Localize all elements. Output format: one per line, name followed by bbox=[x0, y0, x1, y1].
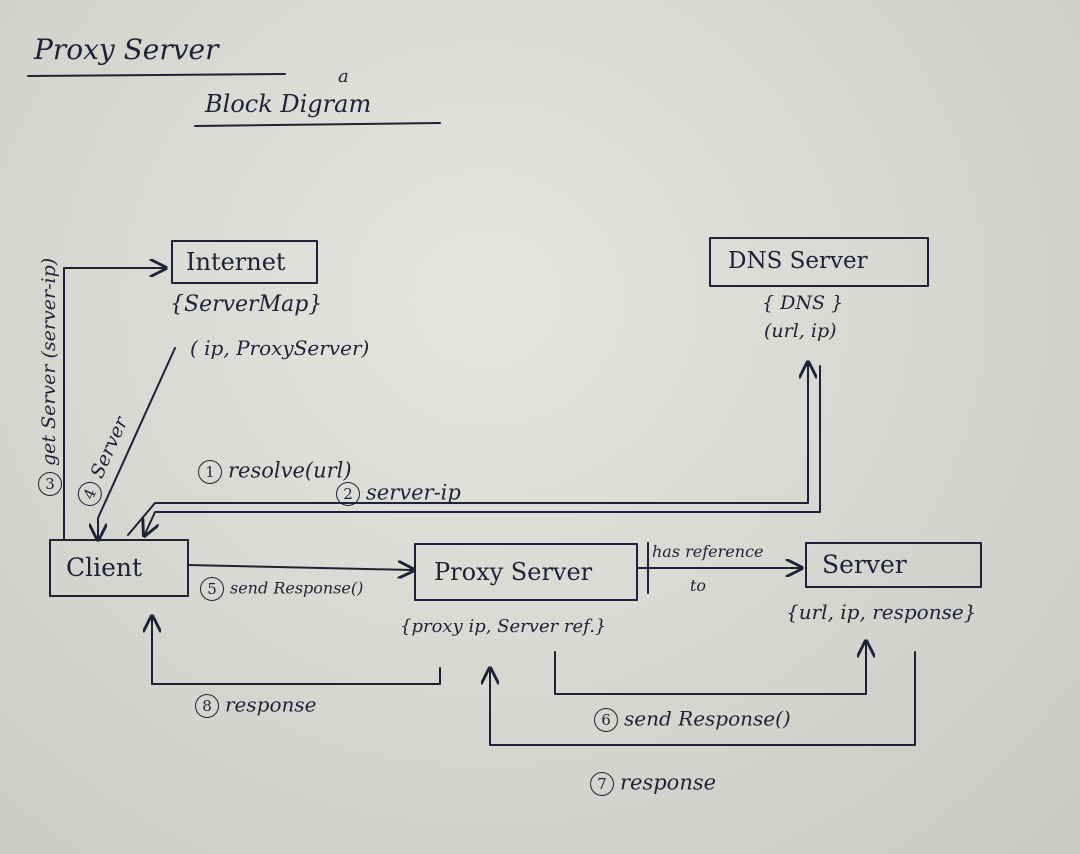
client-to-proxy-line bbox=[187, 565, 412, 570]
internet-box bbox=[171, 240, 318, 284]
step3-text: get Server (server-ip) bbox=[38, 257, 60, 466]
step8-number: 8 bbox=[195, 694, 219, 718]
get-server-arrow bbox=[63, 268, 164, 541]
dns-box bbox=[709, 237, 929, 287]
server-arrow bbox=[98, 347, 176, 538]
server-ip-arrow bbox=[145, 365, 821, 534]
step1-text: resolve(url) bbox=[228, 458, 352, 483]
server-box bbox=[805, 542, 982, 588]
step2-text: server-ip bbox=[366, 480, 461, 505]
has-reference-to-label: to bbox=[690, 576, 707, 595]
has-reference-label: has reference bbox=[652, 542, 764, 561]
response-to-client-arrow bbox=[152, 618, 441, 685]
subtitle-correction-mark: a bbox=[338, 66, 349, 87]
page-subtitle: Block Digram bbox=[205, 90, 372, 118]
server-label: Server bbox=[822, 550, 907, 579]
step7-number: 7 bbox=[590, 772, 614, 796]
client-label: Client bbox=[66, 553, 143, 582]
step6-number: 6 bbox=[594, 708, 618, 732]
step5-number: 5 bbox=[200, 577, 224, 601]
dns-note-title: { DNS } bbox=[762, 292, 844, 314]
server-note: {url, ip, response} bbox=[786, 600, 977, 624]
internet-note-servermap: {ServerMap} bbox=[170, 292, 323, 317]
subtitle-underline bbox=[194, 122, 441, 127]
step5-text: send Response() bbox=[230, 578, 364, 598]
step5-label: 5 send Response() bbox=[200, 577, 363, 601]
resolve-url-arrow bbox=[127, 364, 808, 536]
send-response-server-arrow bbox=[554, 643, 866, 695]
step1-number: 1 bbox=[198, 460, 222, 484]
dns-label: DNS Server bbox=[728, 248, 868, 274]
page-title: Proxy Server bbox=[34, 33, 219, 66]
proxy-label: Proxy Server bbox=[434, 558, 593, 586]
internet-label: Internet bbox=[186, 248, 286, 276]
step3-number: 3 bbox=[38, 472, 62, 496]
title-underline bbox=[27, 73, 286, 77]
proxy-note: {proxy ip, Server ref.} bbox=[400, 616, 607, 637]
step7-text: response bbox=[620, 770, 717, 795]
step2-number: 2 bbox=[336, 482, 360, 506]
step3-label: 3 get Server (server-ip) bbox=[38, 258, 62, 496]
step8-text: response bbox=[225, 692, 317, 717]
step6-text: send Response() bbox=[624, 706, 791, 731]
response-to-proxy-arrow bbox=[490, 651, 916, 746]
client-box bbox=[49, 539, 189, 597]
internet-note-fields: ( ip, ProxyServer) bbox=[190, 336, 370, 360]
dns-note-fields: (url, ip) bbox=[764, 320, 837, 342]
